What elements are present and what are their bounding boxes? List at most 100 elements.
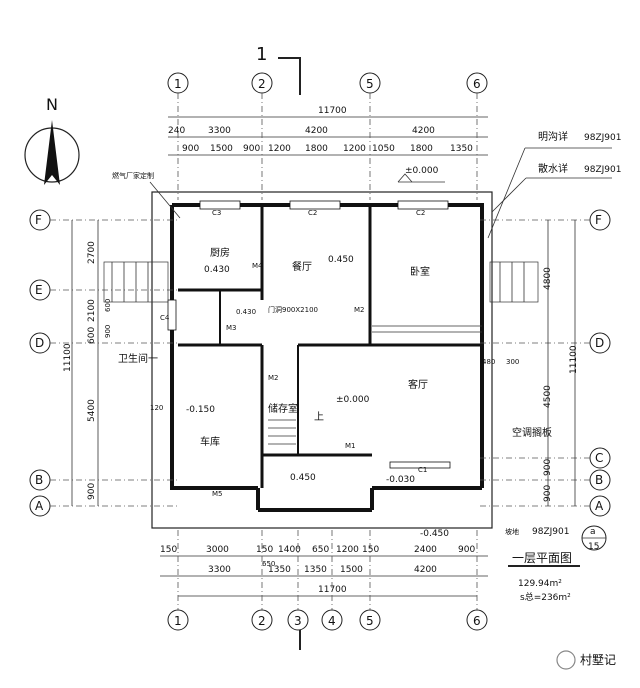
label-c3: C3 [212,209,221,217]
level-porch: 0.450 [290,473,316,483]
exterior-walls [170,203,484,512]
plan-area-total: s总=236m² [520,591,571,603]
dim-top-mid: 4200 [305,126,328,136]
label-m2: M2 [354,306,365,314]
plan-title: 一层平面图 [512,551,572,565]
grid-bottom-1: 1 [174,614,182,628]
room-bathroom: 卫生间一 [118,352,158,365]
dim-left-inner: 2700 [87,241,97,264]
dim-bottom-mid: 4200 [414,565,437,575]
grid-bottom-4: 4 [328,614,336,628]
label-m2: M2 [268,374,279,382]
dim-bottom-total: 11700 [318,585,347,595]
watermark: 村墅记 [556,650,616,670]
dim-left-small: 900 [104,325,112,338]
dim-right-small: 300 [506,358,519,366]
top-dimensions: 11700 240 3300 4200 4200 900 1500 900 12… [168,93,488,200]
grid-left-b: B [35,473,43,487]
note-ac: 空调搁板 [512,426,552,439]
dim-bottom-detail: 900 [458,545,475,555]
dim-left-inner: 2100 [87,299,97,322]
dim-bottom-detail: 3000 [206,545,229,555]
note-apron-ref: 98ZJ901 [584,165,621,175]
grid-bottom-6: 6 [473,614,481,628]
dim-bottom-mid: 1350 [304,565,327,575]
section-mark: 1 [256,44,301,650]
dim-right-inner: 4500 [543,385,553,408]
grid-left-e: E [35,283,43,297]
level-entry: -0.030 [386,475,415,485]
dim-top-detail: 1050 [372,144,395,154]
grid-right-a: A [595,499,604,513]
dim-top-detail: 1800 [410,144,433,154]
dim-bottom-detail: 650 [262,560,275,568]
dim-top-detail: 1350 [450,144,473,154]
label-c2: C2 [416,209,425,217]
level-outside: -0.450 [420,529,449,539]
dim-bottom-detail: 2400 [414,545,437,555]
dim-bottom-detail: 650 [312,545,329,555]
grid-top-1: 1 [174,77,182,91]
dim-left-small: 120 [150,404,163,412]
stair-hatch [268,325,482,445]
grid-left-a: A [35,499,44,513]
note-slope: 坡地 [505,527,519,536]
label-m1: M1 [345,442,356,450]
apron-outline [151,191,493,529]
left-grid: F E D B A 11100 2700 2100 600 5400 900 6… [29,209,180,517]
level-bath-small: 0.430 [236,308,256,316]
grid-right-d: D [595,336,604,350]
dim-bottom-detail: 150 [256,545,273,555]
detail-a: a [590,527,596,537]
dim-right-outer: 11100 [569,345,579,374]
dim-top-detail: 900 [243,144,260,154]
dim-top-mid: 4200 [412,126,435,136]
grid-top-5: 5 [366,77,374,91]
note-vendor: 燃气厂家定制 [112,171,154,180]
label-opening: 门洞900X2100 [268,305,318,314]
north-label: N [46,95,58,114]
dim-left-inner: 5400 [87,399,97,422]
label-m3: M3 [226,324,237,332]
room-labels: 厨房 0.430 餐厅 0.450 卧室 客厅 ±0.000 车库 -0.150… [118,246,449,539]
top-level-text: ±0.000 [405,166,439,176]
dim-left-outer: 11100 [63,343,73,372]
grid-top-2: 2 [258,77,266,91]
room-living: 客厅 [408,378,428,391]
title-block: 一层平面图 129.94m² s总=236m² [508,551,580,603]
stair-up-label: 上 [314,411,324,423]
dim-bottom-mid: 3300 [208,565,231,575]
watermark-text: 村墅记 [580,653,616,667]
detail-15: 15 [588,542,599,552]
detail-notes: 明沟详 98ZJ901 散水详 98ZJ901 空调搁板 燃气厂家定制 坡地 9… [112,130,621,552]
label-c1: C1 [418,466,427,474]
dim-top-detail: 900 [182,144,199,154]
dim-right-inner: 4800 [543,267,553,290]
level-dining: 0.450 [328,255,354,265]
label-m5: M5 [212,490,223,498]
interior-walls [178,205,482,488]
dim-top-detail: 1500 [210,144,233,154]
section-mark-label: 1 [256,44,267,65]
north-arrow: N [24,95,80,185]
dim-top-detail: 1200 [268,144,291,154]
grid-right-f: F [595,213,602,227]
plan-area: 129.94m² [518,579,562,589]
top-grid-bubbles: 1 2 5 6 [167,72,488,94]
grid-bottom-2: 2 [258,614,266,628]
room-bedroom: 卧室 [410,265,430,278]
side-steps [103,261,539,303]
label-m4: M4 [252,262,263,270]
note-ditch: 明沟详 [538,130,568,143]
dim-bottom-detail: 1200 [336,545,359,555]
bottom-grid: 1 2 3 4 5 6 150 3000 150 1400 650 1200 1… [160,530,488,631]
level-garage: -0.150 [186,405,215,415]
note-ditch-ref: 98ZJ901 [584,133,621,143]
dim-right-inner: 900 [543,485,553,502]
room-garage: 车库 [200,435,220,448]
grid-right-b: B [595,473,603,487]
grid-bottom-5: 5 [366,614,374,628]
room-dining: 餐厅 [292,260,312,273]
dim-top-mid: 240 [168,126,185,136]
